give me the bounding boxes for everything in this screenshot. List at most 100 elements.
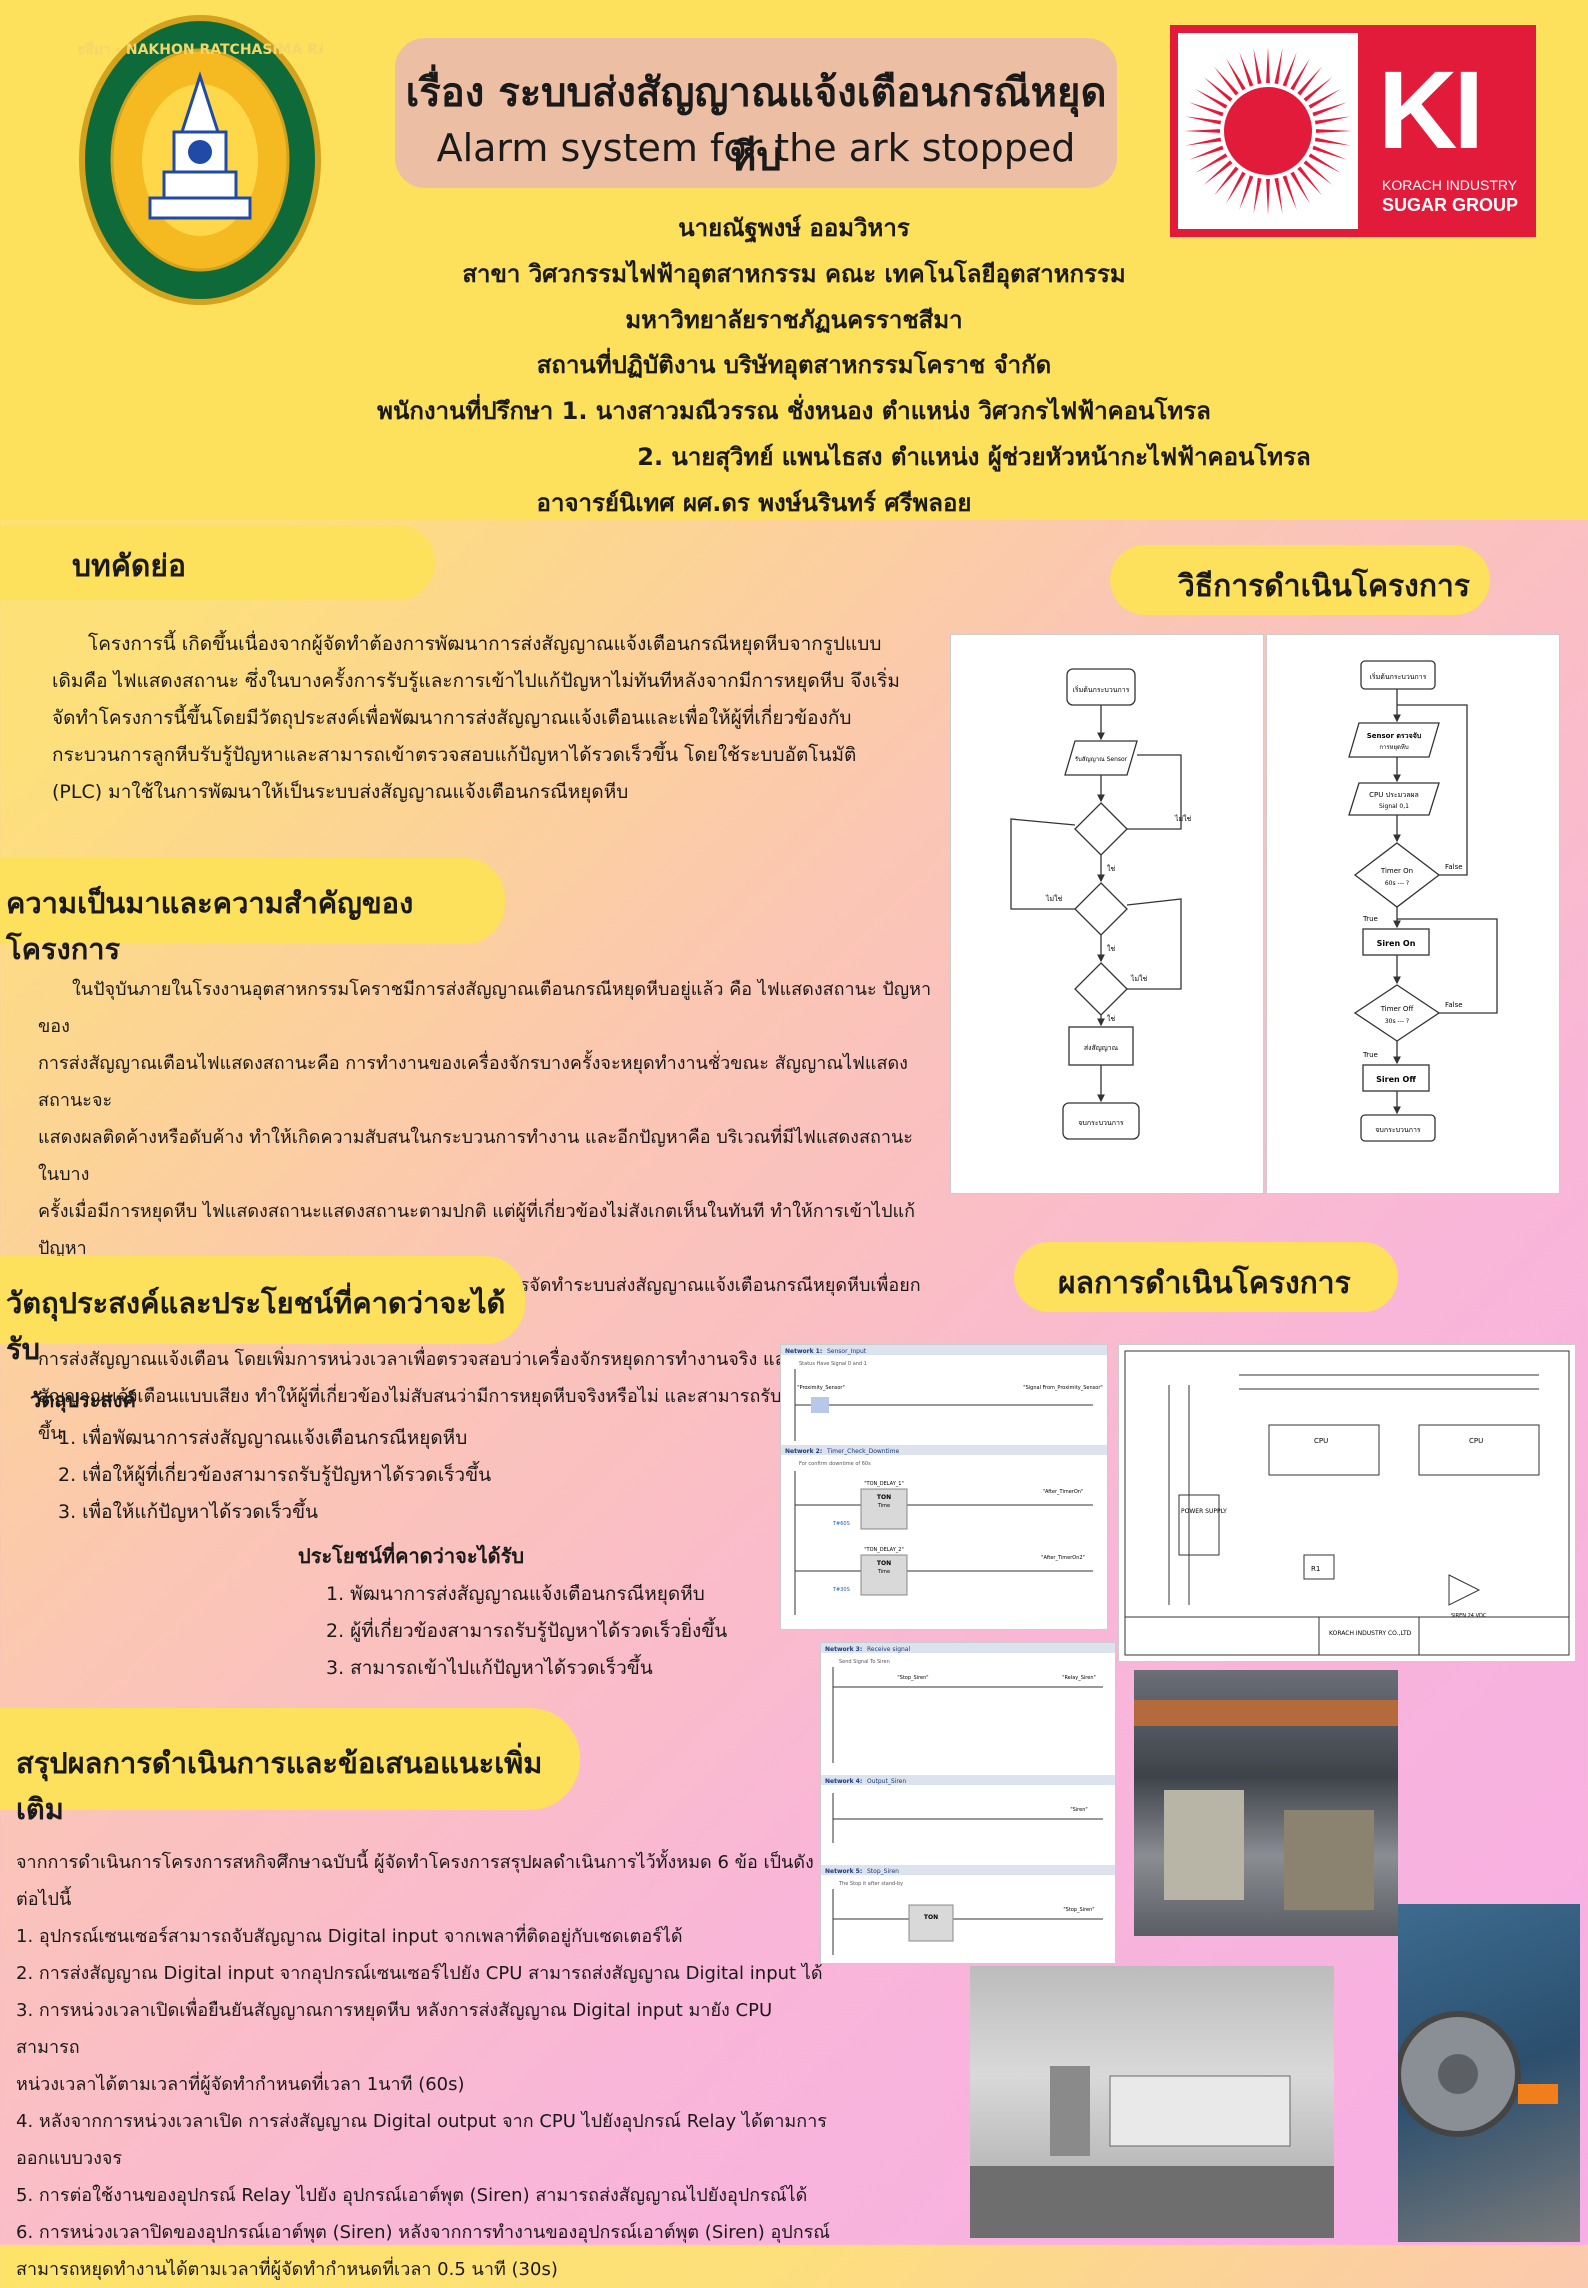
conclusion-line: หน่วงเวลาได้ตามเวลาที่ผู้จัดทำกำหนดที่เว… [16,2074,465,2095]
ladder-n4: Network 4: [825,1778,862,1785]
ladder-n5-comment: The Stop it after stand-by [838,1881,903,1887]
wiring-siren: SIREN 24 VDC [1451,1613,1487,1619]
ki-line2: SUGAR GROUP [1382,195,1519,215]
wiring-diagram: POWER SUPPLY CPU CPU R1 SIREN 24 VDC KOR… [1118,1344,1576,1662]
ladder-diagram-bottom: Network 3: Receive signal Send Signal To… [820,1642,1116,1964]
background-line: ครั้งเมื่อมีการหยุดหีบ ไฟแสดงสถานะแสดงสถ… [38,1201,915,1259]
fc-right-true-1: True [1362,915,1378,923]
sun-ray [1282,52,1297,87]
sun-ray [1303,160,1333,185]
conclusion-line: 4. หลังจากการหน่วงเวลาเปิด การส่งสัญญาณ … [16,2111,827,2132]
conclusion-line: ออกแบบวงจร [16,2148,123,2169]
fc-left-no-2: ไม่ใช่ [1045,894,1063,903]
fc-left-yes-1: ใช่ [1107,864,1115,873]
flowchart-left: เริ่มต้นกระบวนการ รับสัญญาณ Sensor ไม่ใช… [950,634,1264,1194]
conclusion-body: จากการดำเนินการโครงการสหกิจศึกษาฉบับนี้ … [16,1844,836,2288]
fc-right-siren-off: Siren Off [1376,1075,1416,1084]
fc-right-false-2: False [1445,1001,1463,1009]
sun-ray [1312,145,1347,160]
conclusion-heading-text: สรุปผลการดำเนินการและข้อเสนอแนะเพิ่มเติม [16,1746,543,1826]
sun-ray [1297,166,1322,196]
wiring-psu: POWER SUPPLY [1181,1508,1227,1515]
sun-ray [1253,48,1262,85]
sun-ray [1315,129,1352,133]
sun-ray [1253,177,1262,214]
conclusion-line: สามารถหยุดทำงานได้ตามเวลาที่ผู้จัดทำกำหน… [16,2259,558,2280]
objective-item: 2. เพื่อให้ผู้ที่เกี่ยวข้องสามารถรับรู้ป… [58,1464,492,1486]
ladder-pt1: T#60S [832,1521,850,1527]
fc-left-output: ส่งสัญญาณ [1084,1044,1119,1052]
ladder-pt2: T#30S [832,1587,850,1593]
ladder-n3-name: Receive signal [867,1646,910,1653]
flowchart-right: เริ่มต้นกระบวนการ Sensor ตรวจจับ การหยุด… [1266,634,1560,1194]
background-heading: ความเป็นมาและความสำคัญของโครงการ [0,858,505,966]
conclusion-line: 6. การหน่วงเวลาปิดของอุปกรณ์เอาต์พุต (Si… [16,2222,830,2243]
sun-ray [1239,52,1254,87]
fc-left-no-1: ไม่ใช่ [1174,814,1192,823]
ladder-n2-name: Timer_Check_Downtime [826,1448,899,1455]
ladder-ton-sub-2: Time [877,1569,890,1575]
conclusion-heading: สรุปผลการดำเนินการและข้อเสนอแนะเพิ่มเติม [0,1708,580,1826]
ladder-out-b: "After_TimerOn2" [1041,1555,1085,1561]
abstract-heading: บทคัดย่อ [0,525,435,600]
fc-right-timer-off: Timer Off [1380,1005,1414,1013]
sun-ray [1266,178,1270,215]
ladder-n1-comment: Status Have Signal 0 and 1 [799,1361,867,1367]
wiring-company: KORACH INDUSTRY CO.,LTD [1329,1630,1412,1637]
department: สาขา วิศวกรรมไฟฟ้าอุตสาหกรรม คณะ เทคโนโล… [462,260,1126,288]
sun-ray [1303,77,1333,102]
abstract-line: กระบวนการลูกหีบรับรู้ปัญหาและสามารถเข้าต… [52,744,857,766]
ki-mark: KI [1378,49,1484,172]
sun-ray [1226,171,1246,204]
benefit-item: 2. ผู้ที่เกี่ยวข้องสามารถรับรู้ปัญหาได้ร… [326,1620,728,1642]
author: นายณัฐพงษ์ ออมวิหาร [678,214,910,242]
abstract-line: จัดทำโครงการนี้ขึ้นโดยมีวัตถุประสงค์เพื่… [52,707,852,729]
ladder-n1-out: "Signal From_Proximity_Sensor" [1023,1385,1102,1391]
ladder-n1-in: "Proximity_Sensor" [797,1385,845,1391]
sun-ray [1203,160,1233,185]
wiring-cpu-1: CPU [1314,1437,1328,1445]
fc-left-yes-2: ใช่ [1107,944,1115,953]
sun-ray [1189,102,1224,117]
background-heading-text: ความเป็นมาและความสำคัญของโครงการ [6,886,414,966]
photo-factory-interior [1134,1670,1398,1936]
sun-ray [1314,116,1351,125]
sun-ray [1185,137,1222,146]
fc-right-timer-off-sub: 30s --- ? [1385,1018,1409,1025]
sun-ray [1203,77,1233,102]
ladder-n5-name: Stop_Siren [867,1868,899,1875]
sun-ray [1195,153,1228,173]
ladder-n4-out: "Siren" [1070,1807,1087,1813]
objective-item: 3. เพื่อให้แก้ปัญหาได้รวดเร็วขึ้น [58,1501,319,1523]
background-body: ในปัจุบันภายในโรงงานอุตสาหกรรมโคราชมีการ… [38,971,938,1452]
abstract-line: โครงการนี้ เกิดขึ้นเนื่องจากผู้จัดทำต้อง… [88,633,882,655]
benefits-title: ประโยชน์ที่คาดว่าจะได้รับ [298,1544,525,1568]
sun-ray [1214,166,1239,196]
sun-ray [1226,58,1246,91]
title-english: Alarm system for the ark stopped [436,126,1076,170]
photo-control-panel [970,1966,1334,2238]
results-heading-text: ผลการดำเนินโครงการ [1058,1266,1351,1301]
fc-right-timer-on-sub: 60s --- ? [1385,880,1409,887]
background-line: ในปัจุบันภายในโรงงานอุตสาหกรรมโคราชมีการ… [38,979,932,1037]
ladder-n4-name: Output_Siren [867,1778,906,1785]
fc-right-false-1: False [1445,863,1463,871]
fc-right-sensor-sub: การหยุดหีบ [1379,743,1409,751]
objectives-heading: วัตถุประสงค์และประโยชน์ที่คาดว่าจะได้รับ [0,1256,525,1366]
sun-ray [1308,153,1341,173]
ki-logo: KI KORACH INDUSTRY SUGAR GROUP [1170,25,1536,237]
ladder-n3-comment: Send Signal To Siren [839,1659,890,1665]
fc-left-end: จบกระบวนการ [1078,1119,1124,1127]
ladder-n2: Network 2: [785,1448,822,1455]
ladder-n2-comment: For confirm downtime of 60s [799,1461,871,1467]
fc-left-yes-3: ใช่ [1107,1014,1115,1023]
advisor-2: 2. นายสุวิทย์ แพนไธสง ตำแหน่ง ผู้ช่วยหัว… [637,443,1311,471]
title-brush [395,38,1117,188]
benefit-item: 3. สามารถเข้าไปแก้ปัญหาได้รวดเร็วขึ้น [326,1657,653,1679]
objectives-title: วัตถุประสงค์ [30,1388,136,1412]
fc-left-start: เริ่มต้นกระบวนการ [1073,685,1130,694]
sun-ray [1266,47,1270,84]
title-thai: เรื่อง ระบบส่งสัญญาณแจ้งเตือนกรณีหยุดหีบ [405,70,1107,180]
objective-item: 1. เพื่อพัฒนาการส่งสัญญาณแจ้งเตือนกรณีหย… [58,1427,468,1449]
ladder-n1: Network 1: [785,1348,822,1355]
